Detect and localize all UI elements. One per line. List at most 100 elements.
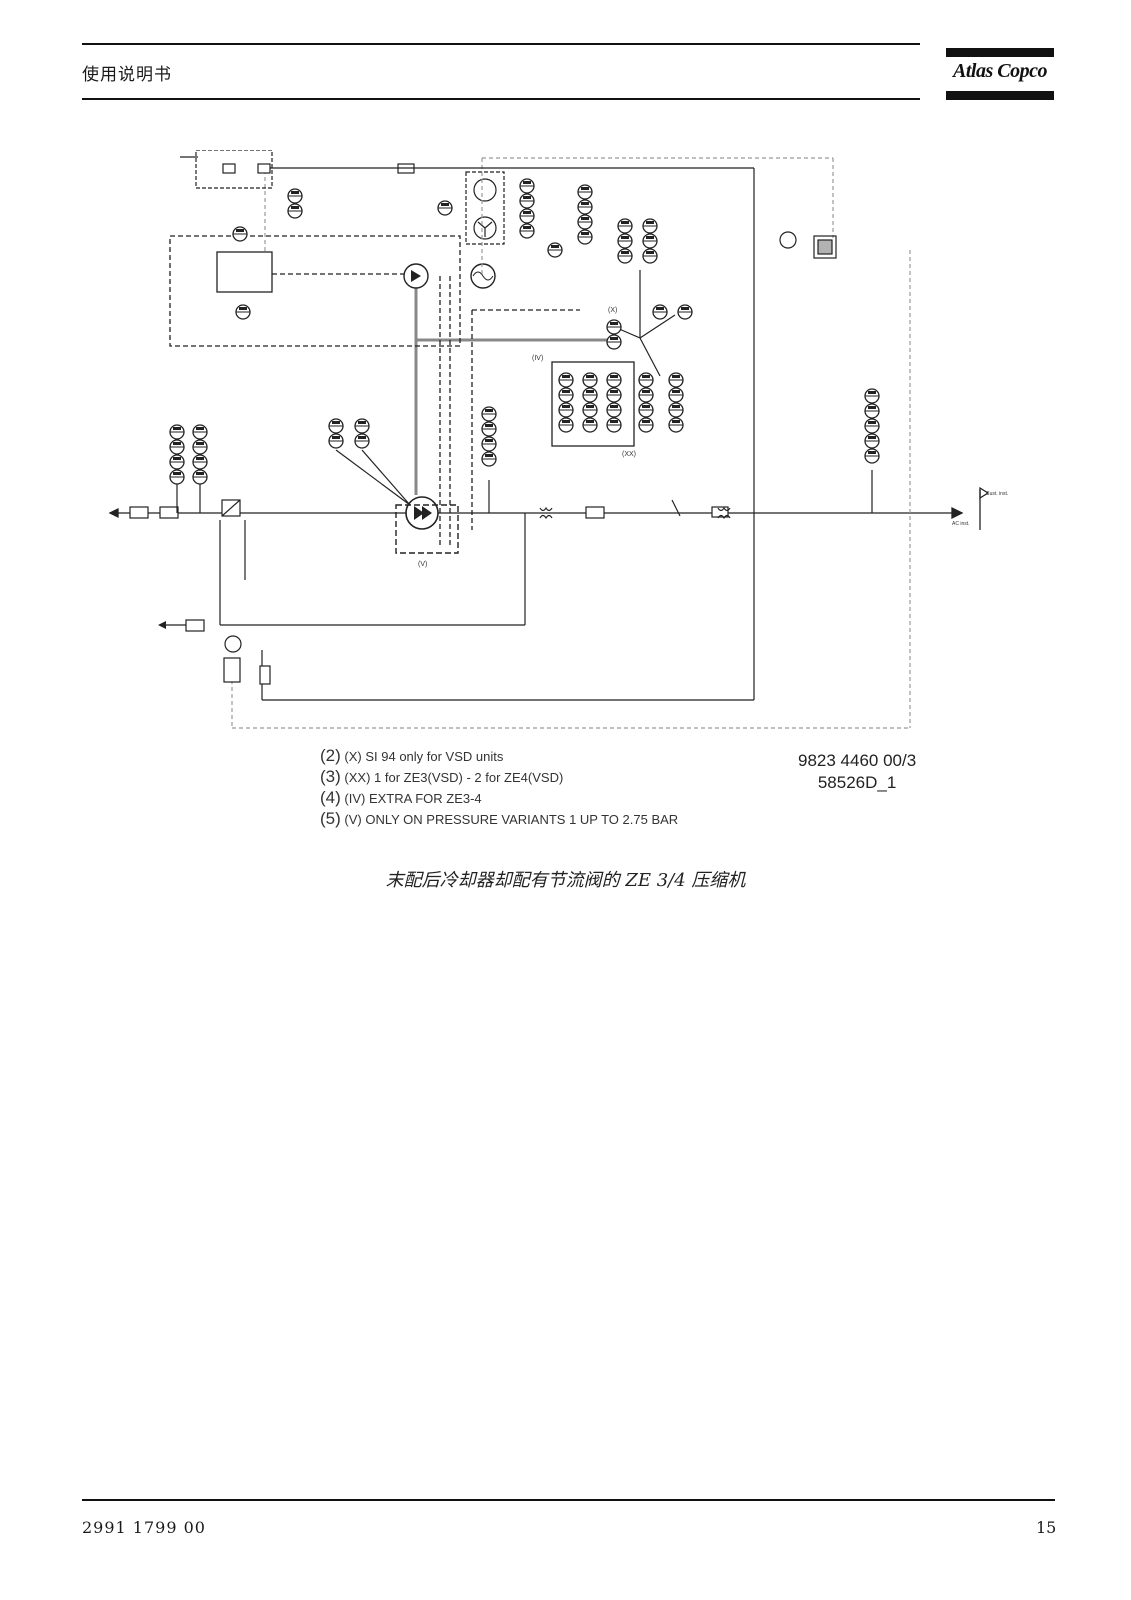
instrument-bubbles [169,178,880,485]
instrument-tag-mark [173,442,181,445]
instrument-tag-mark [562,375,570,378]
instrument-tag-mark [646,221,654,224]
drawing-number-block: 9823 4460 00/3 58526D_1 [798,750,916,794]
transmitter-box [779,231,837,259]
header-rule-top [82,43,920,45]
cust-inst-label: Cust. inst. [986,491,1008,497]
instrument-tag-mark [646,251,654,254]
instrument-tag-mark [586,420,594,423]
atlas-copco-logo: Atlas Copco [946,48,1054,100]
instrument-tag-mark [586,405,594,408]
instrument-lines [176,270,873,700]
instrument-tag-mark [358,421,366,424]
instrument-tag-mark [196,472,204,475]
instrument-tag-mark [672,390,680,393]
drawing-ref: 58526D_1 [817,773,897,792]
instrument-tag-mark [672,375,680,378]
instrument-tag-mark [562,390,570,393]
instrument-tag-mark [621,251,629,254]
instrument-tag-mark [581,217,589,220]
logo-bar-top [946,48,1054,57]
instrument-tag-mark [868,436,876,439]
instrument-tag-mark [173,472,181,475]
instrument-tag-mark [441,203,449,206]
instrument-tag-mark [523,211,531,214]
note-4-number: (4) [320,788,341,807]
instrument-tag-mark [610,420,618,423]
main-air-line [108,486,990,530]
note-5-number: (5) [320,809,341,828]
instrument-tag-mark [485,439,493,442]
document-number: 2991 1799 00 [82,1518,206,1537]
label-x: (X) [608,307,617,314]
instrument-tag-mark [332,421,340,424]
note-4-text: (IV) EXTRA FOR ZE3-4 [344,791,482,806]
instrument-tag-mark [239,307,247,310]
instrument-tag-mark [581,232,589,235]
instrument-tag-mark [196,457,204,460]
signal-lines [231,157,911,729]
ac-inst-label: AC inst. [952,521,970,527]
note-2-text: (X) SI 94 only for VSD units [344,749,504,764]
instrument-tag-mark [485,409,493,412]
instrument-tag-mark [586,375,594,378]
label-iv: (IV) [532,355,543,362]
footer-rule [82,1499,1055,1501]
instrument-tag-mark [523,181,531,184]
inline-components [129,499,729,519]
instrument-tag-mark [291,206,299,209]
instrument-tag-mark [332,436,340,439]
note-3-number: (3) [320,767,341,786]
instrument-tag-mark [868,391,876,394]
oil-tank [216,251,273,293]
instrument-tag-mark [358,436,366,439]
motor-group [465,171,505,245]
instrument-tag-mark [196,442,204,445]
instrument-tag-mark [485,454,493,457]
oil-circuit-dashed [169,235,580,545]
instrument-tag-mark [523,226,531,229]
extra-instrument-panel [551,361,635,447]
instrument-tag-mark [196,427,204,430]
control-box [180,150,755,701]
page-number: 15 [1036,1518,1057,1537]
instrument-tag-mark [868,451,876,454]
instrument-tag-mark [642,375,650,378]
instrument-tag-mark [621,221,629,224]
flex-couplings [539,506,731,520]
instrument-tag-mark [621,236,629,239]
instrument-tag-mark [642,420,650,423]
drawing-number: 9823 4460 00/3 [798,751,917,770]
oil-cooler-fan [470,263,496,289]
instrument-tag-mark [868,406,876,409]
figure-caption: 末配后冷却器却配有节流阀的 ZE 3/4 压缩机 [385,870,746,891]
instrument-tag-mark [291,191,299,194]
instrument-tag-mark [173,457,181,460]
instrument-tag-mark [523,196,531,199]
instrument-tag-mark [586,390,594,393]
label-v: (V) [418,561,427,568]
instrument-tag-mark [672,420,680,423]
drain-components [185,619,271,685]
pressure-variant-box [395,504,459,554]
header-rule-bottom [82,98,920,100]
instrument-tag-mark [681,307,689,310]
note-5: (5) (V) ONLY ON PRESSURE VARIANTS 1 UP T… [320,809,678,829]
instrument-tag-mark [485,424,493,427]
instrument-tag-mark [581,187,589,190]
instrument-tag-mark [642,390,650,393]
note-2: (2) (X) SI 94 only for VSD units [320,746,503,766]
label-xx: (XX) [622,451,636,458]
instrument-tag-mark [656,307,664,310]
instrument-tag-mark [610,390,618,393]
note-3-text: (XX) 1 for ZE3(VSD) - 2 for ZE4(VSD) [344,770,564,785]
instrument-tag-mark [672,405,680,408]
piping-instrumentation-diagram: Cust. inst. AC inst. (V) [108,150,1008,729]
instrument-tag-mark [646,236,654,239]
note-4: (4) (IV) EXTRA FOR ZE3-4 [320,788,482,808]
instrument-tag-mark [562,420,570,423]
instrument-tag-mark [610,322,618,325]
note-5-text: (V) ONLY ON PRESSURE VARIANTS 1 UP TO 2.… [344,812,679,827]
instrument-tag-mark [868,421,876,424]
instrument-tag-mark [173,427,181,430]
